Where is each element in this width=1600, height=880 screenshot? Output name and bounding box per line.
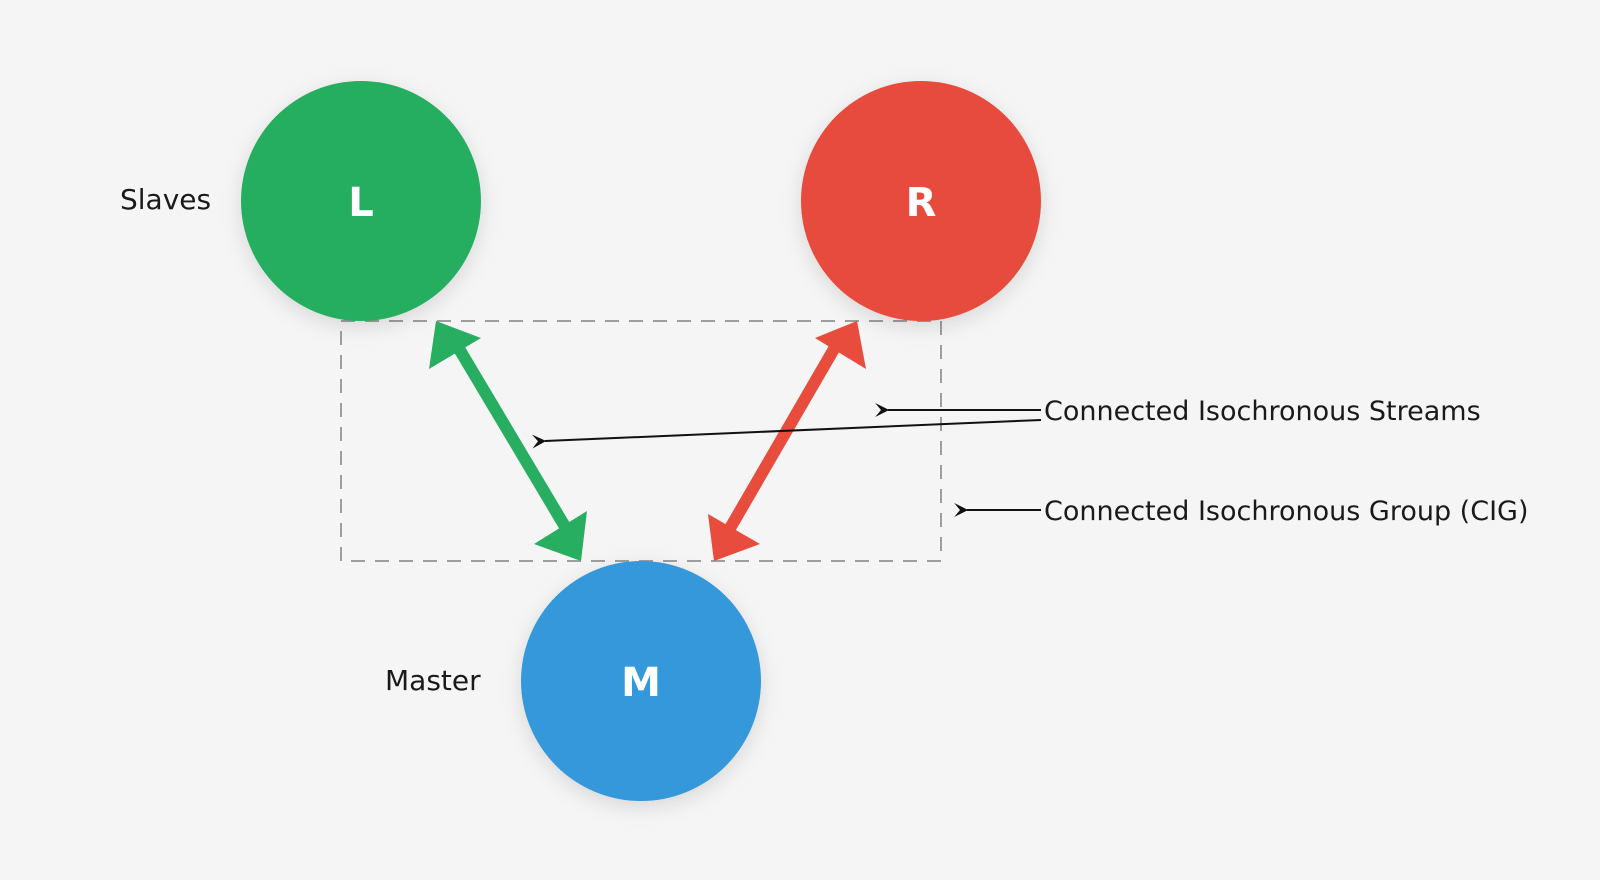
master-circle [521,561,761,801]
master-letter: M [621,660,661,706]
slave-left-node: L [241,81,481,321]
slave-left-letter: L [348,180,374,226]
link-left-master-arrow [429,321,587,561]
slaves-label: Slaves [120,183,211,216]
slave-right-node: R [801,81,1041,321]
slave-left-circle [241,81,481,321]
cig-label: Connected Isochronous Group (CIG) [1044,496,1528,527]
link-left-master-shaft [449,338,573,534]
link-left-master-head-top [429,321,481,369]
master-label: Master [385,664,481,697]
slave-right-letter: R [906,180,937,226]
link-right-master-head-top [815,321,866,369]
link-right-master-shaft [723,338,844,534]
slave-right-circle [801,81,1041,321]
link-right-master-arrow [708,321,866,561]
master-node: M [521,561,761,801]
link-left-master-head-bottom [534,511,587,561]
link-right-master-head-bottom [708,514,760,561]
cis-pointer-line-lower [531,419,1042,449]
cis-label: Connected Isochronous Streams [1044,396,1481,427]
